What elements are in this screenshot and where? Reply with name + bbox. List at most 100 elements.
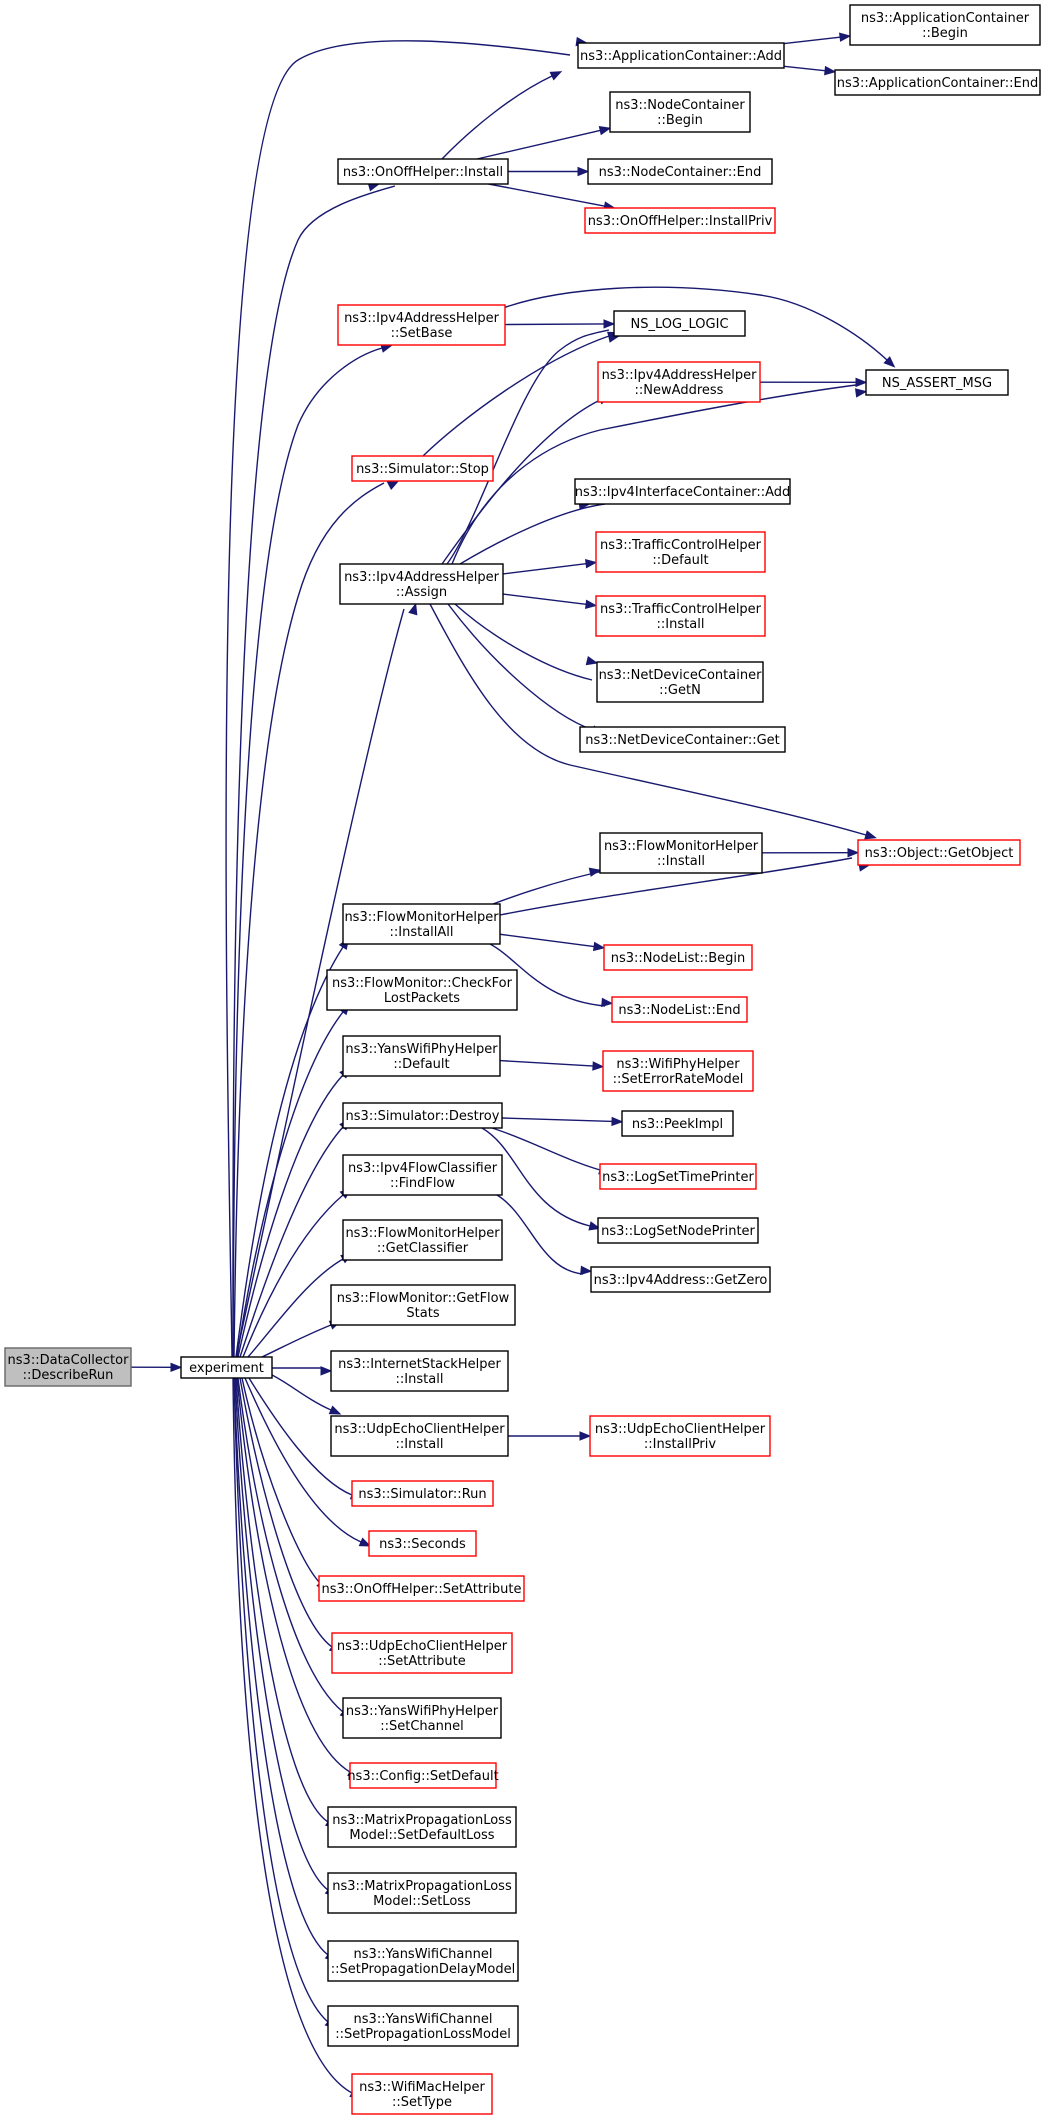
node-config_setdefault[interactable]: ns3::Config::SetDefault [347, 1762, 499, 1789]
node-tc_default[interactable]: ns3::TrafficControlHelper::Default [595, 531, 766, 573]
node-ndc_get[interactable]: ns3::NetDeviceContainer::Get [579, 726, 786, 753]
node-ns_assert_msg[interactable]: NS_ASSERT_MSG [865, 369, 1009, 396]
node-box [834, 69, 1041, 96]
edge-line [451, 384, 857, 565]
edge-fmh_installall-to-fmh_install [492, 867, 609, 905]
node-label: ns3::Simulator::Stop [356, 462, 489, 477]
edge-line [236, 1011, 344, 1358]
node-ipv4addr_setbase[interactable]: ns3::Ipv4AddressHelper::SetBase [337, 304, 506, 346]
node-label: ns3::YansWifiPhyHelper [346, 1704, 499, 1719]
edge-line [499, 1059, 595, 1067]
node-box [342, 1102, 503, 1129]
node-ipv4addr_assign[interactable]: ns3::Ipv4AddressHelper::Assign [339, 563, 504, 605]
node-uech_install[interactable]: ns3::UdpEchoClientHelper::Install [330, 1415, 509, 1457]
node-logsettime[interactable]: ns3::LogSetTimePrinter [599, 1163, 757, 1190]
node-appcont_begin[interactable]: ns3::ApplicationContainer::Begin [849, 4, 1041, 46]
node-ipv4addr_getzero[interactable]: ns3::Ipv4Address::GetZero [590, 1266, 771, 1293]
node-ywc_setloss[interactable]: ns3::YansWifiChannel::SetPropagationLoss… [327, 2005, 519, 2047]
edge-line [237, 1074, 344, 1358]
node-experiment[interactable]: experiment [180, 1356, 273, 1379]
arrowhead [588, 1221, 602, 1231]
node-appcont_add[interactable]: ns3::ApplicationContainer::Add [577, 42, 785, 69]
node-describerun[interactable]: ns3::DataCollector::DescribeRun [4, 1347, 132, 1387]
node-box [577, 42, 785, 69]
node-label: ns3::YansWifiChannel [354, 1947, 493, 1962]
node-fmh_install[interactable]: ns3::FlowMonitorHelper::Install [599, 832, 763, 874]
node-sim_run[interactable]: ns3::Simulator::Run [351, 1480, 494, 1507]
node-mplm_setdefaultloss[interactable]: ns3::MatrixPropagationLossModel::SetDefa… [327, 1806, 517, 1848]
node-ipv4fc_findflow[interactable]: ns3::Ipv4FlowClassifier::FindFlow [342, 1154, 503, 1196]
edge-line [459, 503, 606, 565]
node-nodecont_end[interactable]: ns3::NodeContainer::End [587, 158, 773, 185]
nodes-layer: ns3::DataCollector::DescribeRun experimen… [4, 4, 1041, 2115]
node-box [579, 726, 786, 753]
node-sim_stop[interactable]: ns3::Simulator::Stop [351, 455, 494, 482]
node-label: ns3::Ipv4AddressHelper [344, 570, 500, 585]
edge-appcont_add-to-appcont_end [783, 65, 837, 76]
arrowhead [839, 32, 852, 42]
edge-line [232, 347, 383, 1358]
node-box [595, 595, 766, 637]
node-box [368, 1530, 477, 1557]
node-onoff_setattr[interactable]: ns3::OnOffHelper::SetAttribute [318, 1575, 525, 1602]
node-ywph_setchannel[interactable]: ns3::YansWifiPhyHelper::SetChannel [342, 1697, 502, 1739]
edge-ipv4addr_assign-to-ns_assert_msg [451, 384, 868, 565]
node-wmh_settype[interactable]: ns3::WifiMacHelper::SetType [351, 2073, 493, 2115]
node-label: ns3::FlowMonitorHelper [345, 1226, 500, 1241]
node-box [4, 1347, 132, 1387]
edge-experiment-to-seconds [244, 1377, 372, 1547]
node-ish_install[interactable]: ns3::InternetStackHelper::Install [330, 1350, 509, 1392]
node-onoff_installpriv[interactable]: ns3::OnOffHelper::InstallPriv [584, 207, 776, 234]
node-ipv4ifcont_add[interactable]: ns3::Ipv4InterfaceContainer::Add [574, 478, 791, 505]
edge-line [239, 1377, 333, 1648]
edge-line [491, 1127, 601, 1171]
edge-line [454, 603, 593, 681]
node-onoff_install[interactable]: ns3::OnOffHelper::Install [337, 158, 509, 185]
arrowhead [170, 1362, 183, 1373]
node-uech_setattr[interactable]: ns3::UdpEchoClientHelper::SetAttribute [331, 1632, 513, 1674]
node-fmh_installall[interactable]: ns3::FlowMonitorHelper::InstallAll [342, 903, 501, 945]
node-box [327, 1806, 517, 1848]
edge-ipv4addr_setbase-to-ns_log_logic [504, 319, 616, 329]
node-ns_log_logic[interactable]: NS_LOG_LOGIC [613, 310, 746, 337]
arrowhead [579, 1431, 592, 1441]
node-ywph_default[interactable]: ns3::YansWifiPhyHelper::Default [342, 1035, 501, 1077]
node-label: ::SetPropagationDelayModel [331, 1962, 515, 1977]
node-tc_install[interactable]: ns3::TrafficControlHelper::Install [595, 595, 766, 637]
node-box [596, 661, 764, 703]
edge-line [502, 286, 888, 361]
node-label: ::Install [396, 1437, 444, 1452]
node-appcont_end[interactable]: ns3::ApplicationContainer::End [834, 69, 1041, 96]
arrowhead [584, 599, 598, 609]
node-ywc_setdelay[interactable]: ns3::YansWifiChannel::SetPropagationDela… [327, 1940, 519, 1982]
node-label: ::InstallAll [389, 925, 453, 940]
node-box [330, 1350, 509, 1392]
edge-line [235, 608, 405, 1358]
node-wph_seterror[interactable]: ns3::WifiPhyHelper::SetErrorRateModel [602, 1050, 754, 1092]
node-fmh_getclassifier[interactable]: ns3::FlowMonitorHelper::GetClassifier [342, 1219, 503, 1261]
node-obj_getobject[interactable]: ns3::Object::GetObject [857, 839, 1021, 866]
node-uech_installpriv[interactable]: ns3::UdpEchoClientHelper::InstallPriv [589, 1415, 771, 1457]
edge-ipv4addr_setbase-to-ns_assert_msg [502, 286, 896, 368]
node-logsetnode[interactable]: ns3::LogSetNodePrinter [597, 1217, 759, 1244]
node-label: ns3::NetDeviceContainer [599, 668, 763, 683]
node-box [865, 369, 1009, 396]
node-nodelist_end[interactable]: ns3::NodeList::End [611, 996, 748, 1023]
arrowhead [577, 166, 590, 177]
node-nodecont_begin[interactable]: ns3::NodeContainer::Begin [609, 91, 751, 133]
edge-line [241, 1377, 321, 1584]
node-peekimpl[interactable]: ns3::PeekImpl [621, 1110, 734, 1137]
node-ndc_getn[interactable]: ns3::NetDeviceContainer::GetN [596, 661, 764, 703]
node-seconds[interactable]: ns3::Seconds [368, 1530, 477, 1557]
arrowhead [611, 1116, 624, 1127]
edge-line [504, 323, 606, 326]
node-nodelist_begin[interactable]: ns3::NodeList::Begin [603, 944, 753, 971]
edge-line [239, 1126, 344, 1358]
edge-line [244, 1377, 362, 1543]
node-box [339, 563, 504, 605]
node-ipv4addr_newaddress[interactable]: ns3::Ipv4AddressHelper::NewAddress [597, 361, 761, 403]
node-sim_destroy[interactable]: ns3::Simulator::Destroy [342, 1102, 503, 1129]
